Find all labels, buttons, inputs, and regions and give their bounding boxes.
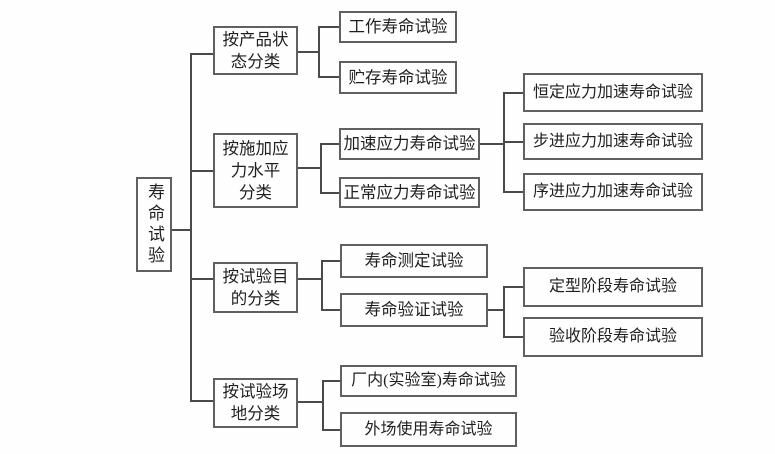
category-box-test-site: 按试验场 地分类 bbox=[213, 378, 298, 428]
connector-line bbox=[190, 170, 213, 172]
node-label: 步进应力加速寿命试验 bbox=[532, 132, 693, 150]
connector-line bbox=[190, 400, 213, 402]
node-label: 序进应力加速寿命试验 bbox=[532, 183, 693, 200]
category-label-line: 按产品状 bbox=[222, 29, 289, 49]
connector-line bbox=[320, 143, 322, 194]
connector-line bbox=[318, 76, 339, 78]
connector-line bbox=[503, 336, 523, 338]
connector-line bbox=[503, 286, 523, 288]
connector-line bbox=[488, 309, 503, 311]
category-label-line: 按试验场 bbox=[222, 382, 289, 401]
connector-line bbox=[320, 143, 339, 145]
category-label-line: 按试验目 bbox=[222, 266, 289, 286]
root-node-label: 寿命试验 bbox=[145, 182, 164, 267]
category-label-line: 按施加应 bbox=[222, 138, 289, 158]
node-life-measurement-test: 寿命测定试验 bbox=[340, 244, 488, 278]
connector-line bbox=[321, 260, 323, 311]
connector-line bbox=[503, 191, 523, 193]
node-label: 恒定应力加速寿命试验 bbox=[532, 83, 693, 101]
node-qualification-stage-life-test: 定型阶段寿命试验 bbox=[523, 267, 703, 307]
node-acceptance-stage-life-test: 验收阶段寿命试验 bbox=[523, 317, 703, 357]
connector-line bbox=[503, 286, 505, 338]
node-label: 厂内(实验室)寿命试验 bbox=[351, 372, 506, 389]
category-label-line: 的分类 bbox=[230, 288, 281, 308]
connector-line bbox=[503, 141, 523, 143]
node-field-use-life-test: 外场使用寿命试验 bbox=[340, 412, 517, 447]
node-label: 贮存寿命试验 bbox=[348, 67, 448, 87]
category-label-line: 态分类 bbox=[230, 51, 281, 71]
connector-line bbox=[318, 26, 339, 28]
node-life-verification-test: 寿命验证试验 bbox=[340, 293, 488, 327]
connector-line bbox=[321, 309, 340, 311]
node-normal-stress-life-test: 正常应力寿命试验 bbox=[339, 177, 480, 208]
connector-line bbox=[298, 278, 321, 280]
node-progressive-stress-accelerated-life-test: 序进应力加速寿命试验 bbox=[523, 173, 703, 211]
node-label: 正常应力寿命试验 bbox=[343, 182, 476, 202]
node-label: 外场使用寿命试验 bbox=[364, 420, 493, 438]
connector-line bbox=[322, 380, 340, 382]
node-accelerated-stress-life-test: 加速应力寿命试验 bbox=[339, 128, 480, 160]
connector-line bbox=[318, 26, 320, 78]
connector-line bbox=[320, 192, 339, 194]
connector-line bbox=[190, 53, 192, 402]
node-label: 工作寿命试验 bbox=[348, 17, 448, 36]
connector-line bbox=[503, 92, 523, 94]
connector-line bbox=[298, 167, 320, 169]
connector-line bbox=[298, 401, 322, 403]
node-step-stress-accelerated-life-test: 步进应力加速寿命试验 bbox=[523, 123, 703, 160]
category-label-line: 力水平 bbox=[230, 160, 281, 180]
node-label: 寿命测定试验 bbox=[364, 251, 464, 270]
connector-line bbox=[321, 260, 340, 262]
node-in-plant-lab-life-test: 厂内(实验室)寿命试验 bbox=[340, 365, 517, 397]
node-storage-life-test: 贮存寿命试验 bbox=[339, 61, 457, 94]
category-label-line: 分类 bbox=[239, 182, 272, 202]
connector-line bbox=[190, 53, 213, 55]
node-label: 验收阶段寿命试验 bbox=[548, 328, 677, 345]
node-label: 定型阶段寿命试验 bbox=[548, 278, 677, 295]
connector-line bbox=[322, 429, 340, 431]
node-label: 加速应力寿命试验 bbox=[343, 134, 476, 153]
connector-line bbox=[298, 51, 318, 53]
connector-line bbox=[172, 229, 192, 231]
connector-line bbox=[190, 278, 213, 280]
category-box-stress-level: 按施加应 力水平 分类 bbox=[213, 133, 298, 208]
category-box-test-purpose: 按试验目 的分类 bbox=[213, 262, 298, 313]
category-label-line: 地分类 bbox=[230, 404, 281, 423]
node-working-life-test: 工作寿命试验 bbox=[339, 11, 457, 43]
node-constant-stress-accelerated-life-test: 恒定应力加速寿命试验 bbox=[523, 73, 703, 112]
root-node-life-test: 寿命试验 bbox=[136, 177, 172, 272]
category-box-product-state: 按产品状 态分类 bbox=[213, 26, 298, 75]
node-label: 寿命验证试验 bbox=[364, 300, 464, 319]
connector-line bbox=[480, 143, 503, 145]
connector-line bbox=[322, 380, 324, 431]
